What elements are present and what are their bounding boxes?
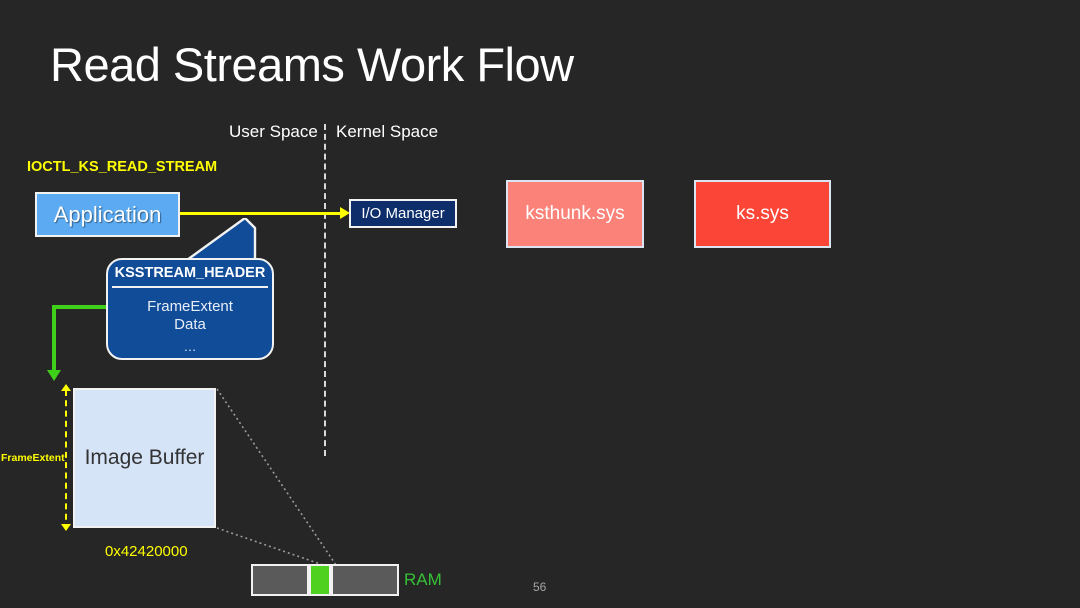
frame-extent-arrow-down-icon	[61, 524, 71, 531]
page-title: Read Streams Work Flow	[50, 38, 574, 91]
ioctl-arrow-head-icon	[340, 207, 350, 219]
ram-label: RAM	[404, 570, 442, 589]
frame-extent-label: FrameExtent	[1, 452, 65, 464]
frame-extent-arrow-up-icon	[61, 384, 71, 391]
buffer-address-label: 0x42420000	[105, 543, 188, 560]
user-kernel-divider	[324, 124, 326, 456]
kernel-space-label: Kernel Space	[336, 122, 439, 141]
ksstream-header-title: KSSTREAM_HEADER	[114, 265, 266, 281]
ram-strip[interactable]	[251, 564, 399, 596]
ram-segment-allocated	[309, 564, 331, 596]
green-pointer-horizontal	[52, 305, 108, 309]
ksstream-header-fields: FrameExtent Data …	[108, 298, 272, 356]
frame-extent-measure-line	[65, 390, 67, 530]
ram-segment-right	[331, 564, 399, 596]
ksthunk-sys-box[interactable]: ksthunk.sys	[506, 180, 644, 248]
green-pointer-arrow-icon	[47, 370, 61, 381]
ioctl-read-stream-label: IOCTL_KS_READ_STREAM	[27, 159, 218, 175]
image-buffer-box[interactable]: Image Buffer	[73, 388, 216, 528]
ksstream-header-callout[interactable]: KSSTREAM_HEADER FrameExtent Data …	[106, 258, 274, 360]
io-manager-box[interactable]: I/O Manager	[349, 199, 457, 228]
ks-sys-box[interactable]: ks.sys	[694, 180, 831, 248]
ram-segment-left	[251, 564, 309, 596]
callout-divider	[112, 286, 268, 288]
user-space-label: User Space	[229, 122, 318, 141]
slide-number: 56	[533, 580, 547, 594]
green-pointer-vertical	[52, 305, 56, 371]
callout-field-data: Data	[174, 316, 206, 333]
application-box[interactable]: Application	[35, 192, 180, 237]
ioctl-arrow-line	[180, 212, 341, 215]
callout-ellipsis: …	[183, 339, 197, 354]
callout-field-frameextent: FrameExtent	[147, 298, 233, 315]
